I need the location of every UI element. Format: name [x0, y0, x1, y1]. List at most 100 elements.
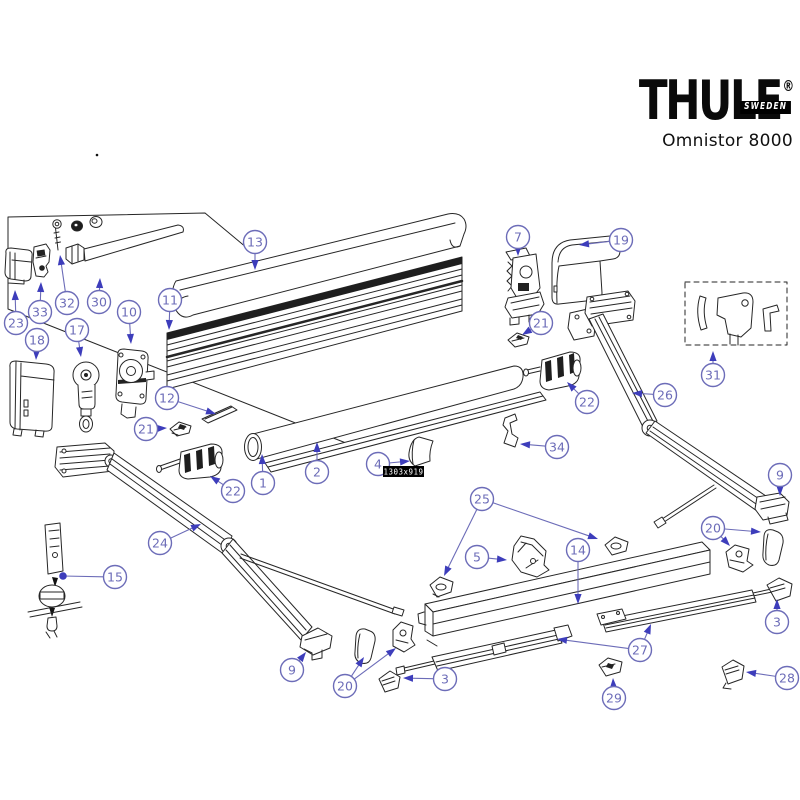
callout-2: 2 — [304, 442, 330, 485]
callout-number: 5 — [473, 549, 481, 564]
print-speck — [95, 153, 99, 157]
callout-circle — [565, 537, 591, 563]
callout-number: 28 — [779, 670, 795, 685]
part-29-clip — [598, 657, 623, 677]
part-23-bracket-cap — [4, 247, 33, 285]
callout-number: 22 — [579, 394, 595, 409]
callout-32: 32 — [54, 255, 80, 316]
callout-number: 3 — [773, 614, 781, 629]
part-20-bracket-bottom — [392, 621, 416, 653]
callout-number: 34 — [549, 439, 565, 454]
leader-arrow-icon — [190, 524, 201, 532]
part-9-foot-right — [754, 492, 790, 525]
callout-circle — [3, 310, 29, 336]
callout-number: 26 — [657, 387, 673, 402]
callout-circle — [279, 657, 305, 683]
leader-arrow-icon — [574, 594, 582, 604]
callout-9: 9 — [279, 652, 306, 683]
callout-circle — [469, 486, 495, 512]
part-19-cover — [551, 235, 621, 305]
part-33-bracket — [32, 243, 51, 278]
leader-arrow-icon — [313, 442, 321, 452]
part-20-oval-cover-right — [762, 529, 784, 566]
thule-logo: THULE®SWEDEN — [639, 74, 794, 128]
leader-line — [446, 509, 478, 571]
part-24-arm — [106, 452, 313, 641]
callout-23: 23 — [3, 290, 29, 336]
callout-11: 11 — [157, 287, 183, 330]
callout-number: 20 — [337, 678, 353, 693]
callout-30: 30 — [86, 278, 112, 315]
part-10-winch — [115, 348, 155, 419]
leader-arrow-icon — [557, 636, 568, 644]
callout-number: 20 — [705, 520, 721, 535]
part-3-clip-right — [766, 577, 793, 602]
leader-arrow-icon — [399, 458, 410, 466]
leader-arrow-icon — [609, 678, 618, 689]
callout-number: 29 — [606, 690, 622, 705]
callout-circle — [64, 317, 90, 343]
leader-arrow-icon — [750, 527, 761, 535]
callout-circle — [652, 382, 678, 408]
part-25-clip-left — [429, 576, 454, 598]
callout-19: 19 — [579, 227, 634, 253]
callout-18: 18 — [24, 327, 50, 360]
leader-line — [170, 526, 196, 539]
leader-arrow-icon — [496, 555, 507, 563]
wall-panel-outline — [7, 212, 357, 448]
leader-arrow-icon — [746, 669, 757, 678]
callout-circle — [304, 459, 330, 485]
callout-21: 21 — [522, 310, 554, 336]
callout-17: 17 — [64, 317, 90, 357]
callout-number: 32 — [59, 295, 75, 310]
callout-33: 33 — [27, 282, 53, 325]
leader-arrow-icon — [165, 319, 173, 330]
callout-circle — [764, 609, 790, 635]
leader-arrow-icon — [776, 486, 784, 496]
leader-line — [584, 240, 610, 245]
callout-number: 11 — [162, 292, 178, 307]
leader-arrow-icon — [522, 326, 533, 335]
stay-rod-left — [239, 553, 405, 617]
leader-arrow-icon — [126, 333, 134, 344]
leader-arrow-icon — [632, 390, 643, 398]
part-18-end-housing — [9, 360, 55, 438]
callout-number: 17 — [69, 322, 85, 337]
part-30-crank-rod — [65, 224, 184, 265]
callout-number: 33 — [32, 304, 48, 319]
leader-arrow-icon — [720, 536, 730, 546]
part-25-clip-right — [604, 536, 629, 556]
callout-14: 14 — [565, 537, 591, 604]
part-22-roller-end-left — [156, 443, 224, 480]
callout-circle — [220, 478, 246, 504]
leader-arrow-icon — [643, 624, 651, 635]
callout-circle — [608, 227, 634, 253]
callout-circle — [574, 389, 600, 415]
callout-12: 12 — [154, 385, 216, 415]
callout-circle — [102, 564, 128, 590]
callout-circle — [505, 224, 531, 250]
leader-arrow-icon — [32, 349, 41, 360]
part-9-foot-left — [299, 627, 333, 661]
callout-number: 19 — [613, 232, 629, 247]
leader-arrow-icon — [567, 382, 577, 392]
registered-mark: ® — [782, 77, 794, 95]
leader-line — [60, 260, 66, 292]
callout-circle — [601, 685, 627, 711]
callout-number: 14 — [570, 542, 586, 557]
callout-circle — [464, 544, 490, 570]
washer-dark — [71, 220, 83, 232]
part-34-bracket — [502, 413, 519, 448]
callout-number: 4 — [374, 456, 382, 471]
part-14-lead-rail — [417, 541, 711, 647]
leader-line — [562, 639, 629, 649]
leader-line — [724, 528, 756, 533]
callout-number: 21 — [138, 421, 154, 436]
callout-number: 7 — [514, 229, 522, 244]
callout-circle — [147, 530, 173, 556]
part-27-support-left — [395, 624, 573, 676]
product-name: Omnistor 8000 — [662, 131, 793, 151]
leader-arrow-icon — [258, 454, 266, 465]
